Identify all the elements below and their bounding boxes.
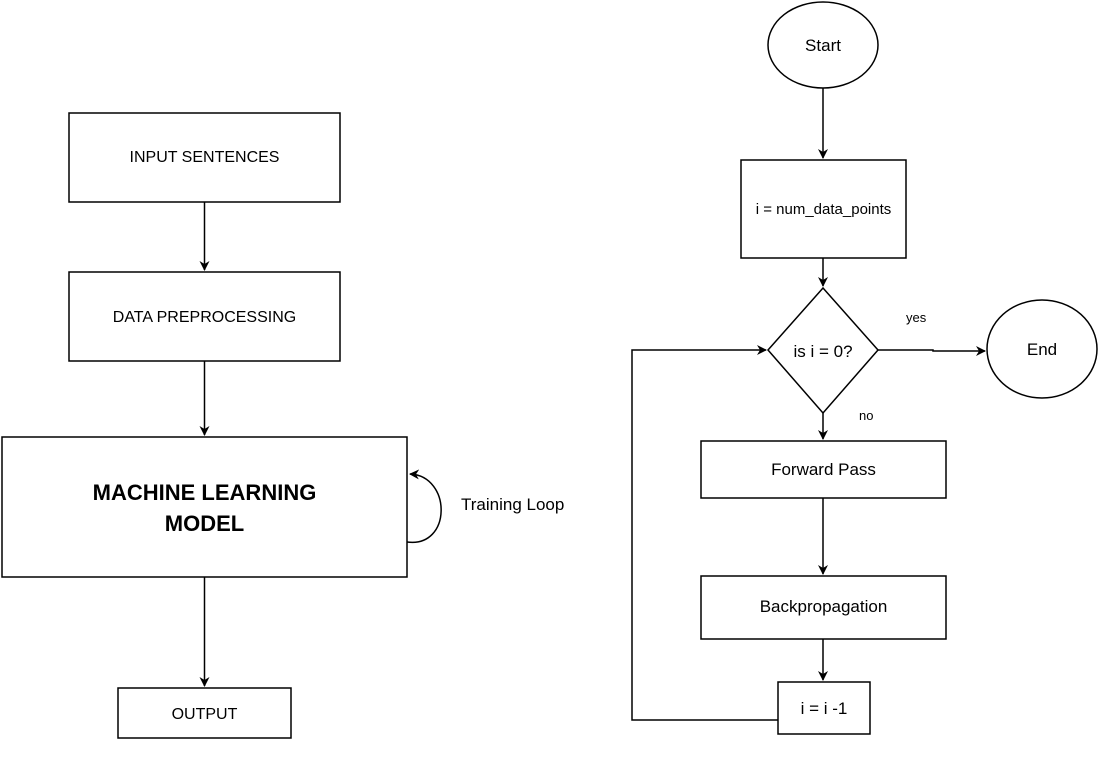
init-label: i = num_data_points (756, 201, 892, 218)
yes-label: yes (906, 310, 927, 325)
init-box (740, 159, 907, 259)
forward-pass-box (700, 440, 947, 499)
input-sentences-label: INPUT SENTENCES (130, 149, 280, 166)
backpropagation-label: Backpropagation (760, 597, 888, 616)
forward-pass-label: Forward Pass (771, 460, 876, 479)
training-loop-arrow (406, 469, 442, 543)
data-preprocessing-label: DATA PREPROCESSING (113, 309, 296, 326)
model-label-line2: MODEL (165, 511, 244, 536)
model-label-line1: MACHINE LEARNING (93, 480, 317, 505)
end-node (986, 299, 1098, 399)
training-loop-label: Training Loop (461, 495, 564, 514)
left-flowchart: INPUT SENTENCES DATA PREPROCESSING MACHI… (1, 112, 564, 739)
decrement-box (777, 681, 871, 735)
machine-learning-model-box (1, 436, 408, 578)
decrement-label: i = i -1 (801, 699, 848, 718)
output-box (117, 687, 292, 739)
output-label: OUTPUT (172, 706, 238, 723)
no-label: no (859, 408, 873, 423)
arrow-decision-yes-to-end (878, 346, 986, 356)
loop-back-arrow (631, 345, 778, 721)
end-label: End (1027, 340, 1057, 359)
right-flowchart: Start i = num_data_points is i = 0? yes … (631, 1, 1098, 735)
decision-label: is i = 0? (793, 342, 852, 361)
start-label: Start (805, 36, 841, 55)
data-preprocessing-box (68, 271, 341, 362)
input-sentences-box (68, 112, 341, 203)
